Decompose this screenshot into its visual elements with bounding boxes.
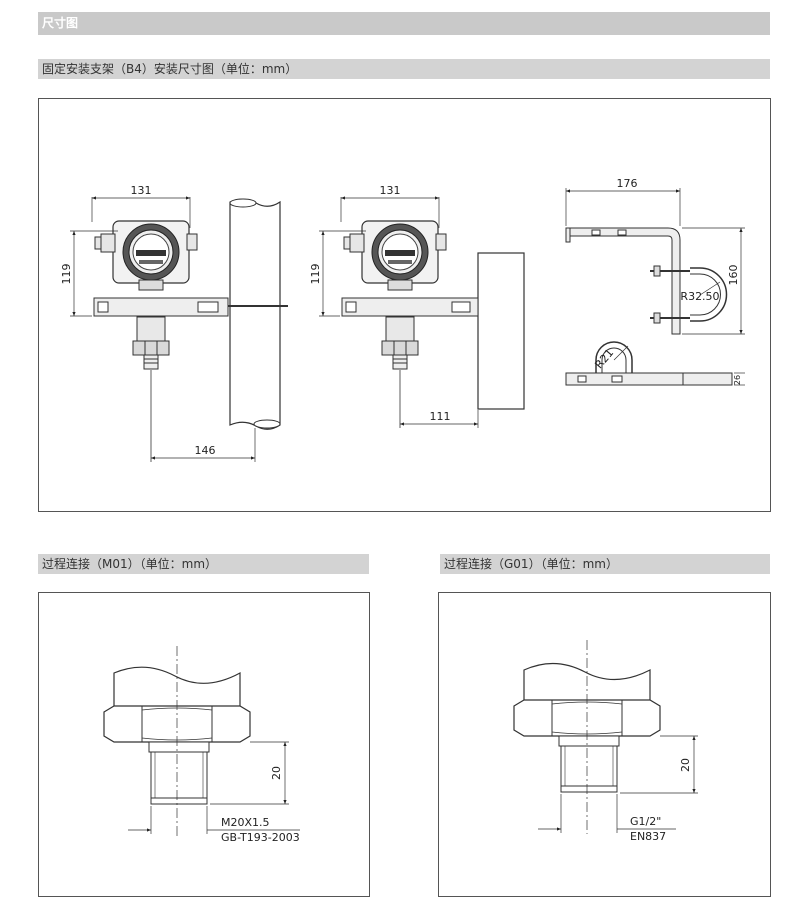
m01-dimensions: 20 M20X1.5 GB-T193-2003	[128, 741, 300, 844]
m01-height-label: 20	[270, 766, 283, 780]
section-title-m01: 过程连接（M01）（单位：mm）	[38, 554, 369, 574]
g01-height-label: 20	[679, 758, 692, 772]
section-title-dimensions: 尺寸图	[38, 12, 770, 35]
bracket-width-label: 176	[617, 177, 638, 190]
bracket-radius-label: R32.50	[680, 290, 719, 303]
bracket-height-label: 160	[727, 265, 740, 286]
transmitter-with-pipe	[93, 198, 288, 462]
bracket-detail	[565, 227, 733, 386]
transmitter-with-wall	[341, 220, 525, 428]
middle-height-label: 119	[309, 264, 322, 285]
bracket-thickness-label: 26	[733, 375, 742, 385]
left-offset-label: 146	[195, 444, 216, 457]
middle-offset-label: 111	[430, 410, 451, 423]
m01-connection-drawing	[103, 646, 251, 836]
section-title-bracket: 固定安装支架（B4）安装尺寸图（单位：mm）	[38, 59, 770, 79]
g01-thread-standard: EN837	[630, 830, 666, 843]
section-title-g01: 过程连接（G01）（单位：mm）	[440, 554, 770, 574]
g01-thread-spec: G1/2"	[630, 815, 661, 828]
g01-dimensions: 20 G1/2" EN837	[538, 735, 698, 843]
left-height-label: 119	[60, 264, 73, 285]
left-dimensions: 131 119 146	[60, 184, 256, 462]
left-width-label: 131	[131, 184, 152, 197]
m01-thread-standard: GB-T193-2003	[221, 831, 300, 844]
g01-connection-drawing	[513, 640, 661, 834]
m01-thread-spec: M20X1.5	[221, 816, 270, 829]
middle-width-label: 131	[380, 184, 401, 197]
bracket-detail-dimensions: 176 160 R32.50 R21 26	[565, 177, 745, 386]
middle-dimensions: 131 119 111	[309, 184, 479, 428]
